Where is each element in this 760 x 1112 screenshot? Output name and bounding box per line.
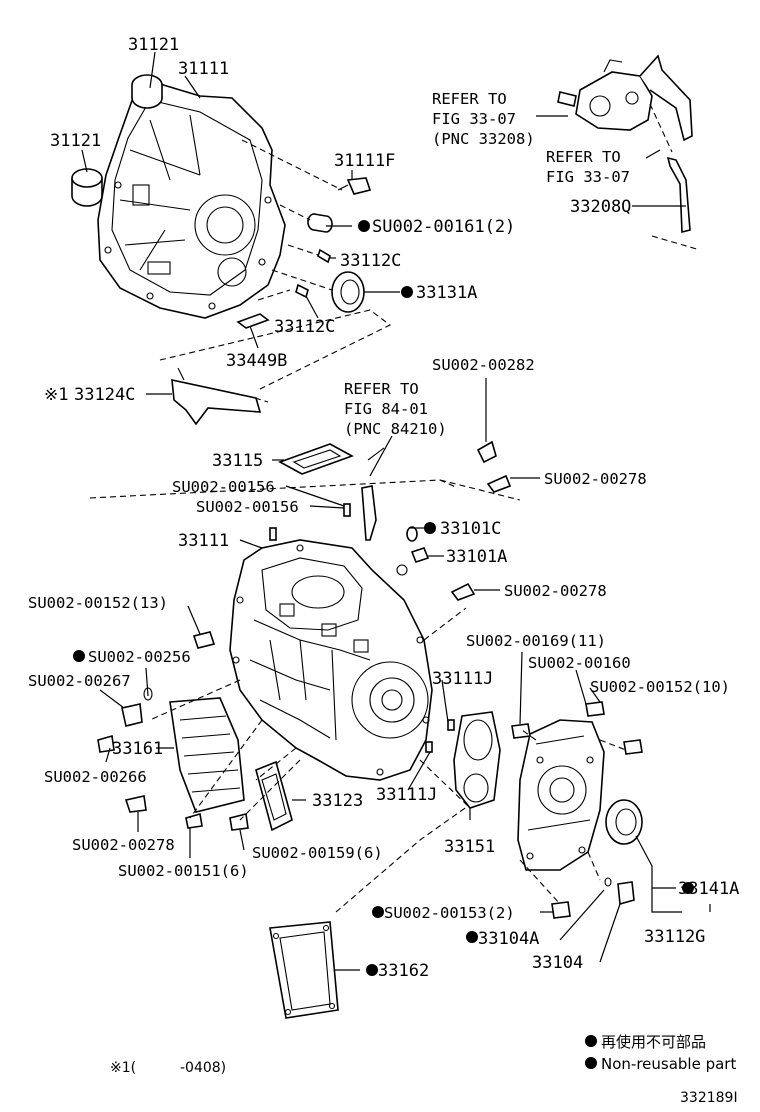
figure-id: 332189I: [680, 1090, 738, 1106]
label-SU002-00278-c: SU002-00278: [72, 836, 175, 854]
pin-33112C-a: [317, 248, 331, 264]
bolt-SU002-00153: [551, 901, 571, 919]
label-31111-top: 31111: [178, 59, 229, 79]
label-SU002-00282: SU002-00282: [432, 356, 535, 374]
oil-pan-33162: [269, 921, 339, 1019]
dowel-pin-31121-left: [71, 168, 103, 207]
label-33111-mid: 33111: [178, 531, 229, 551]
footnote-range: -0408): [180, 1060, 226, 1076]
plate-33115: [278, 443, 354, 475]
label-refer-3307-b-1: REFER TO: [546, 148, 621, 166]
label-33123: 33123: [312, 791, 363, 811]
label-SU002-00161: SU002-00161(2): [372, 217, 515, 237]
label-SU002-00160: SU002-00160: [528, 654, 631, 672]
label-33131A: 33131A: [416, 283, 477, 303]
label-SU002-00267: SU002-00267: [28, 672, 131, 690]
label-31121-left: 31121: [50, 131, 101, 151]
shift-linkage-assembly: [557, 54, 693, 142]
hose-33208Q: [666, 156, 691, 234]
label-33101A: 33101A: [446, 547, 507, 567]
label-refer-8401-2: FIG 84-01: [344, 400, 428, 418]
gasket-33151: [453, 711, 501, 809]
pin-33112C-b: [295, 283, 309, 299]
bolt-SU002-00159: [229, 813, 249, 831]
bolt-SU002-00152-13: [192, 631, 216, 649]
label-31121-top: 31121: [128, 35, 179, 55]
plug-SU002-00282: [476, 440, 497, 464]
label-SU002-00266: SU002-00266: [44, 768, 147, 786]
label-SU002-00156-b: SU002-00156: [196, 498, 299, 516]
pin-33111J: [425, 719, 455, 753]
speed-sensor: [361, 447, 385, 541]
bolt-SU002-00151: [185, 812, 203, 829]
pin-33104: [604, 877, 635, 906]
label-33112G: 33112G: [644, 927, 705, 947]
label-33112C-b: 33112C: [274, 317, 335, 337]
label-SU002-00152-10: SU002-00152(10): [590, 678, 730, 696]
bracket-33124C: [171, 367, 262, 426]
main-transmission-case: [229, 539, 433, 781]
legend-japanese: 再使用不可部品: [601, 1033, 706, 1051]
label-refer-3307-b-2: FIG 33-07: [546, 168, 630, 186]
label-refer-3307-a-3: (PNC 33208): [432, 130, 535, 148]
label-33111J-a: 33111J: [432, 669, 493, 689]
plug-SU002-00278-b: [450, 582, 476, 601]
label-33151: 33151: [444, 837, 495, 857]
oil-seal-33131A: [331, 271, 365, 313]
oil-seal-33141A: [605, 799, 643, 845]
label-SU002-00152-13: SU002-00152(13): [28, 594, 168, 612]
label-33161: 33161: [112, 739, 163, 759]
label-33162: 33162: [378, 961, 429, 981]
label-SU002-00256: SU002-00256: [88, 648, 191, 666]
cover-33161: [169, 697, 245, 813]
label-refer-8401-3: (PNC 84210): [344, 420, 447, 438]
legend-english: Non-reusable part: [601, 1055, 736, 1073]
label-33104: 33104: [532, 953, 583, 973]
label-33141A: 33141A: [678, 879, 739, 899]
label-SU002-00151: SU002-00151(6): [118, 862, 249, 880]
plug-33101: [396, 526, 430, 576]
label-33449B: 33449B: [226, 351, 287, 371]
label-refer-3307-a-2: FIG 33-07: [432, 110, 516, 128]
label-SU002-00156-a: SU002-00156: [172, 478, 275, 496]
label-SU002-00153: SU002-00153(2): [384, 904, 515, 922]
label-refer-8401-1: REFER TO: [344, 380, 419, 398]
label-33112C-a: 33112C: [340, 251, 401, 271]
label-SU002-00278-a: SU002-00278: [544, 470, 647, 488]
extension-housing: [517, 719, 605, 871]
label-33115: 33115: [212, 451, 263, 471]
transmission-case-housing: [97, 77, 286, 319]
footnote-prefix: ※1(: [110, 1060, 136, 1076]
bolt-SU002-00152-10: [585, 701, 643, 755]
label-33208Q: 33208Q: [570, 197, 631, 217]
label-33124C: 33124C: [74, 385, 135, 405]
plate-33123: [255, 760, 293, 832]
pin-SU002-00156: [269, 503, 351, 541]
label-SU002-00169: SU002-00169(11): [466, 632, 606, 650]
bolt-SU002-00169: [511, 723, 531, 739]
bolt-SU002-00278-c: [124, 795, 147, 813]
label-33101C: 33101C: [440, 519, 501, 539]
label-33104A: 33104A: [478, 929, 539, 949]
plate-33449B: [236, 313, 270, 329]
label-31111F: 31111F: [334, 151, 395, 171]
non-reusable-markers: [73, 220, 694, 1069]
label-refer-3307-a-1: REFER TO: [432, 90, 507, 108]
bolt-31111F: [337, 177, 372, 195]
plug-SU002-00278-a: [486, 474, 512, 493]
label-SU002-00159: SU002-00159(6): [252, 844, 383, 862]
label-33111J-b: 33111J: [376, 785, 437, 805]
bushing-SU002-00161: [307, 213, 333, 233]
label-SU002-00278-b: SU002-00278: [504, 582, 607, 600]
label-33124C-mark: ※1: [44, 385, 68, 405]
dowel-pin-31121-top: [131, 74, 163, 109]
